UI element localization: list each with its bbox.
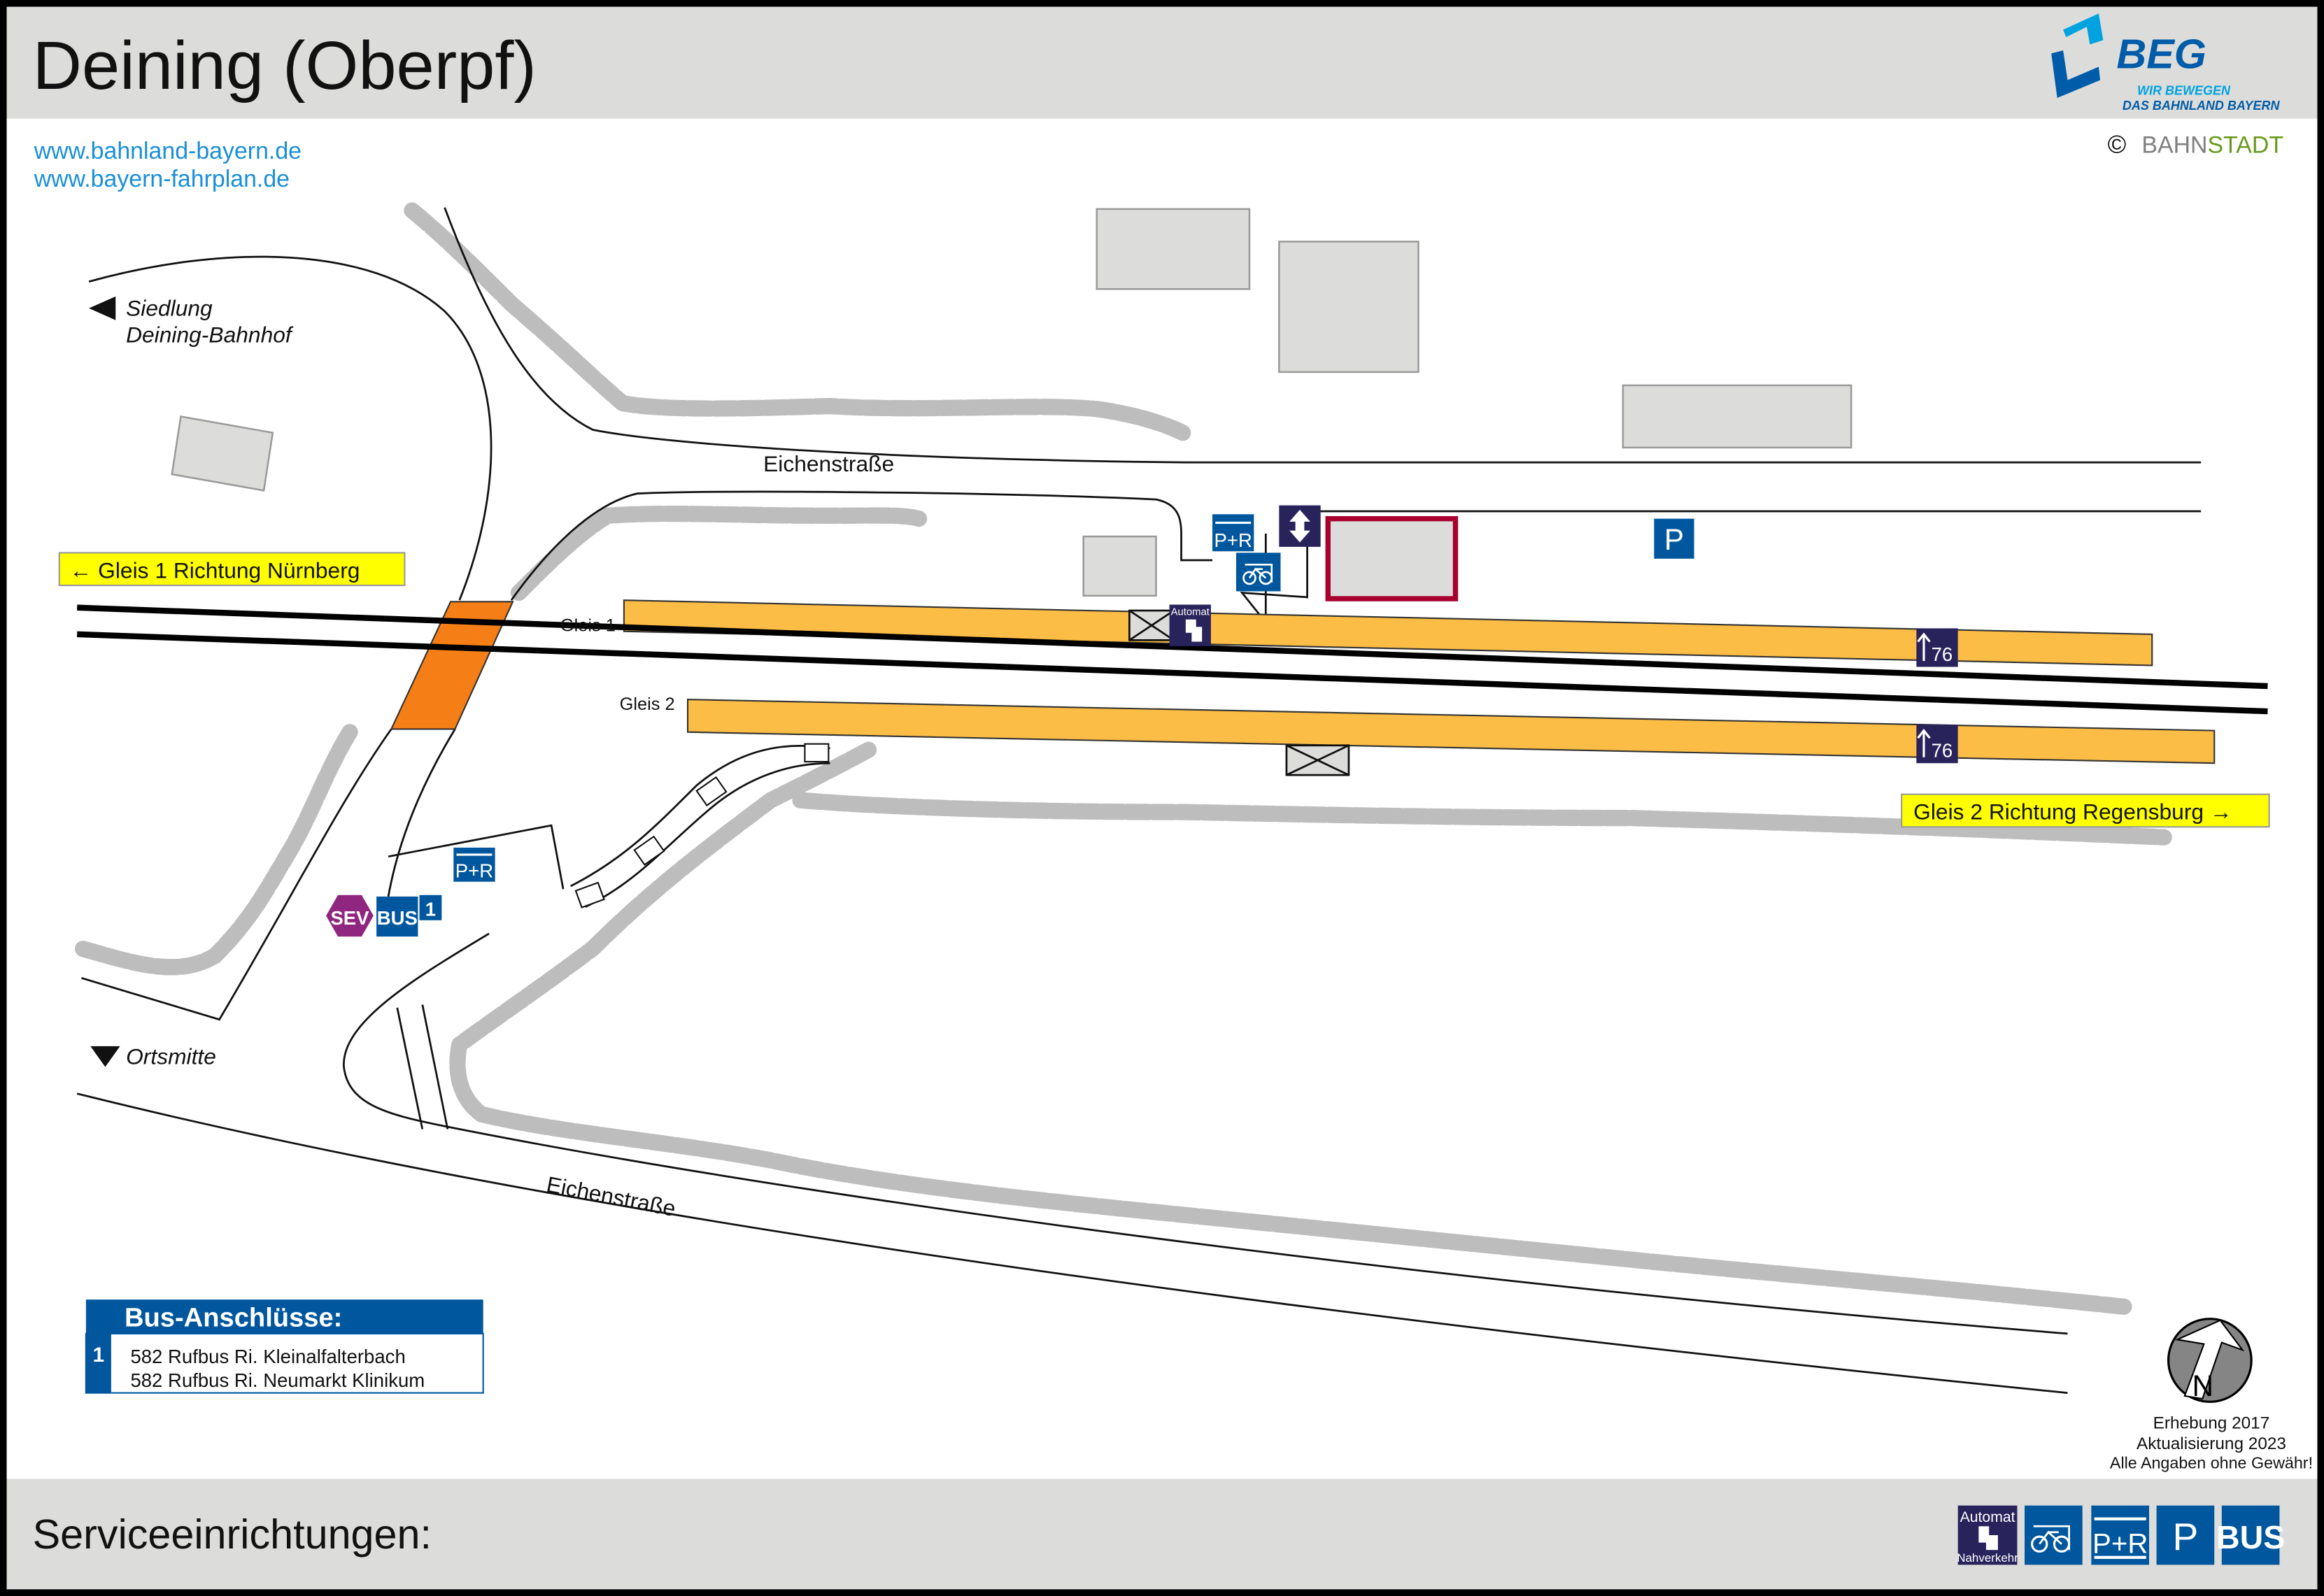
bahnstadt-copyright: © BAHNSTADT xyxy=(2108,129,2283,158)
footer-bus-icon: BUS xyxy=(2216,1505,2285,1565)
elevator-icon xyxy=(1279,505,1321,547)
svg-text:BEG: BEG xyxy=(2116,31,2206,78)
link-bahnland[interactable]: www.bahnland-bayern.de xyxy=(34,138,302,164)
destination-ortsmitte: Ortsmitte xyxy=(126,1043,216,1069)
sev-icon: SEV xyxy=(326,895,374,937)
buildings xyxy=(171,208,1852,601)
footer-title: Serviceeinrichtungen: xyxy=(33,1511,432,1558)
svg-text:1: 1 xyxy=(425,898,436,920)
vegetation xyxy=(73,202,2172,1316)
level-crossing xyxy=(390,601,514,730)
destination-siedlung: Siedlung xyxy=(126,295,213,320)
svg-text:BAHNSTADT: BAHNSTADT xyxy=(2141,131,2283,158)
svg-text:P+R: P+R xyxy=(2092,1527,2148,1559)
update-note: Aktualisierung 2023 xyxy=(2137,1434,2286,1453)
platform-2-label: Gleis 2 xyxy=(620,694,675,714)
ticket-machine-icon: Automat xyxy=(1169,604,1211,646)
svg-text:P: P xyxy=(1664,523,1684,556)
page-title: Deining (Oberpf) xyxy=(33,27,537,104)
stairs-icon xyxy=(574,743,830,909)
svg-text:Nahverkehr: Nahverkehr xyxy=(1957,1551,2018,1565)
header-band xyxy=(6,6,2318,119)
direction-nuernberg: ← Gleis 1 Richtung Nürnberg xyxy=(58,552,406,587)
bus-connections-table: Bus-Anschlüsse: 1 582 Rufbus Ri. Kleinal… xyxy=(85,1299,484,1394)
north-arrow-icon: N xyxy=(2167,1318,2253,1403)
svg-text:1: 1 xyxy=(93,1344,105,1367)
svg-text:P: P xyxy=(2173,1515,2199,1558)
shelter-icon xyxy=(1128,609,1350,776)
platform-gleis-1 xyxy=(623,599,2153,667)
tracks xyxy=(77,604,2268,715)
street-label-north: Eichenstraße xyxy=(763,451,894,476)
platform-height-icon-1: 76 xyxy=(1916,628,1958,667)
arrow-left-icon xyxy=(89,296,116,320)
survey-note: Erhebung 2017 xyxy=(2153,1413,2270,1432)
disclaimer: Alle Angaben ohne Gewähr! xyxy=(2110,1454,2313,1472)
footer-parking-icon: P xyxy=(2156,1505,2215,1565)
svg-text:Bus-Anschlüsse:: Bus-Anschlüsse: xyxy=(125,1302,342,1332)
svg-text:← Gleis 1 Richtung Nürnberg: ← Gleis 1 Richtung Nürnberg xyxy=(70,557,360,583)
svg-text:P+R: P+R xyxy=(1214,529,1252,551)
svg-text:DAS BAHNLAND BAYERN: DAS BAHNLAND BAYERN xyxy=(2123,99,2281,113)
arrow-down-icon xyxy=(90,1046,120,1067)
svg-text:76: 76 xyxy=(1932,643,1953,665)
svg-text:76: 76 xyxy=(1932,740,1953,762)
platform-gleis-2 xyxy=(686,699,2216,764)
svg-text:Automat: Automat xyxy=(1171,606,1210,618)
park-ride-icon-south: P+R xyxy=(453,847,495,882)
platform-1-label: Gleis 1 xyxy=(560,616,616,636)
svg-text:SEV: SEV xyxy=(330,907,369,929)
bus-line: 582 Rufbus Ri. Kleinalfalterbach xyxy=(130,1346,405,1367)
footer-bike-icon xyxy=(2025,1505,2083,1565)
svg-text:Automat: Automat xyxy=(1960,1509,2015,1525)
bike-parking-icon xyxy=(1235,553,1281,592)
svg-text:P+R: P+R xyxy=(455,860,493,881)
footer-automat-icon: Automat Nahverkehr xyxy=(1957,1505,2018,1565)
platform-height-icon-2: 76 xyxy=(1916,725,1958,764)
svg-text:BUS: BUS xyxy=(377,907,418,929)
beg-logo: BEG WIR BEWEGEN DAS BAHNLAND BAYERN xyxy=(2051,13,2281,113)
direction-regensburg: Gleis 2 Richtung Regensburg → xyxy=(1901,793,2270,828)
park-ride-icon: P+R xyxy=(1212,514,1254,552)
svg-text:BUS: BUS xyxy=(2216,1519,2285,1555)
footer-band xyxy=(6,1479,2318,1589)
svg-text:©: © xyxy=(2108,129,2127,158)
svg-text:N: N xyxy=(2192,1369,2213,1402)
roads xyxy=(76,207,2202,1394)
link-fahrplan[interactable]: www.bayern-fahrplan.de xyxy=(34,166,290,192)
station-building xyxy=(1325,515,1459,601)
bus-line: 582 Rufbus Ri. Neumarkt Klinikum xyxy=(130,1369,425,1391)
svg-text:Gleis 2 Richtung Regensburg →: Gleis 2 Richtung Regensburg → xyxy=(1913,799,2232,825)
parking-icon: P xyxy=(1654,518,1694,559)
svg-text:WIR BEWEGEN: WIR BEWEGEN xyxy=(2137,84,2231,98)
footer-park-ride-icon: P+R xyxy=(2091,1505,2150,1565)
bus-stop-icon: BUS 1 xyxy=(376,895,442,937)
destination-deining-bahnhof: Deining-Bahnhof xyxy=(126,322,294,348)
